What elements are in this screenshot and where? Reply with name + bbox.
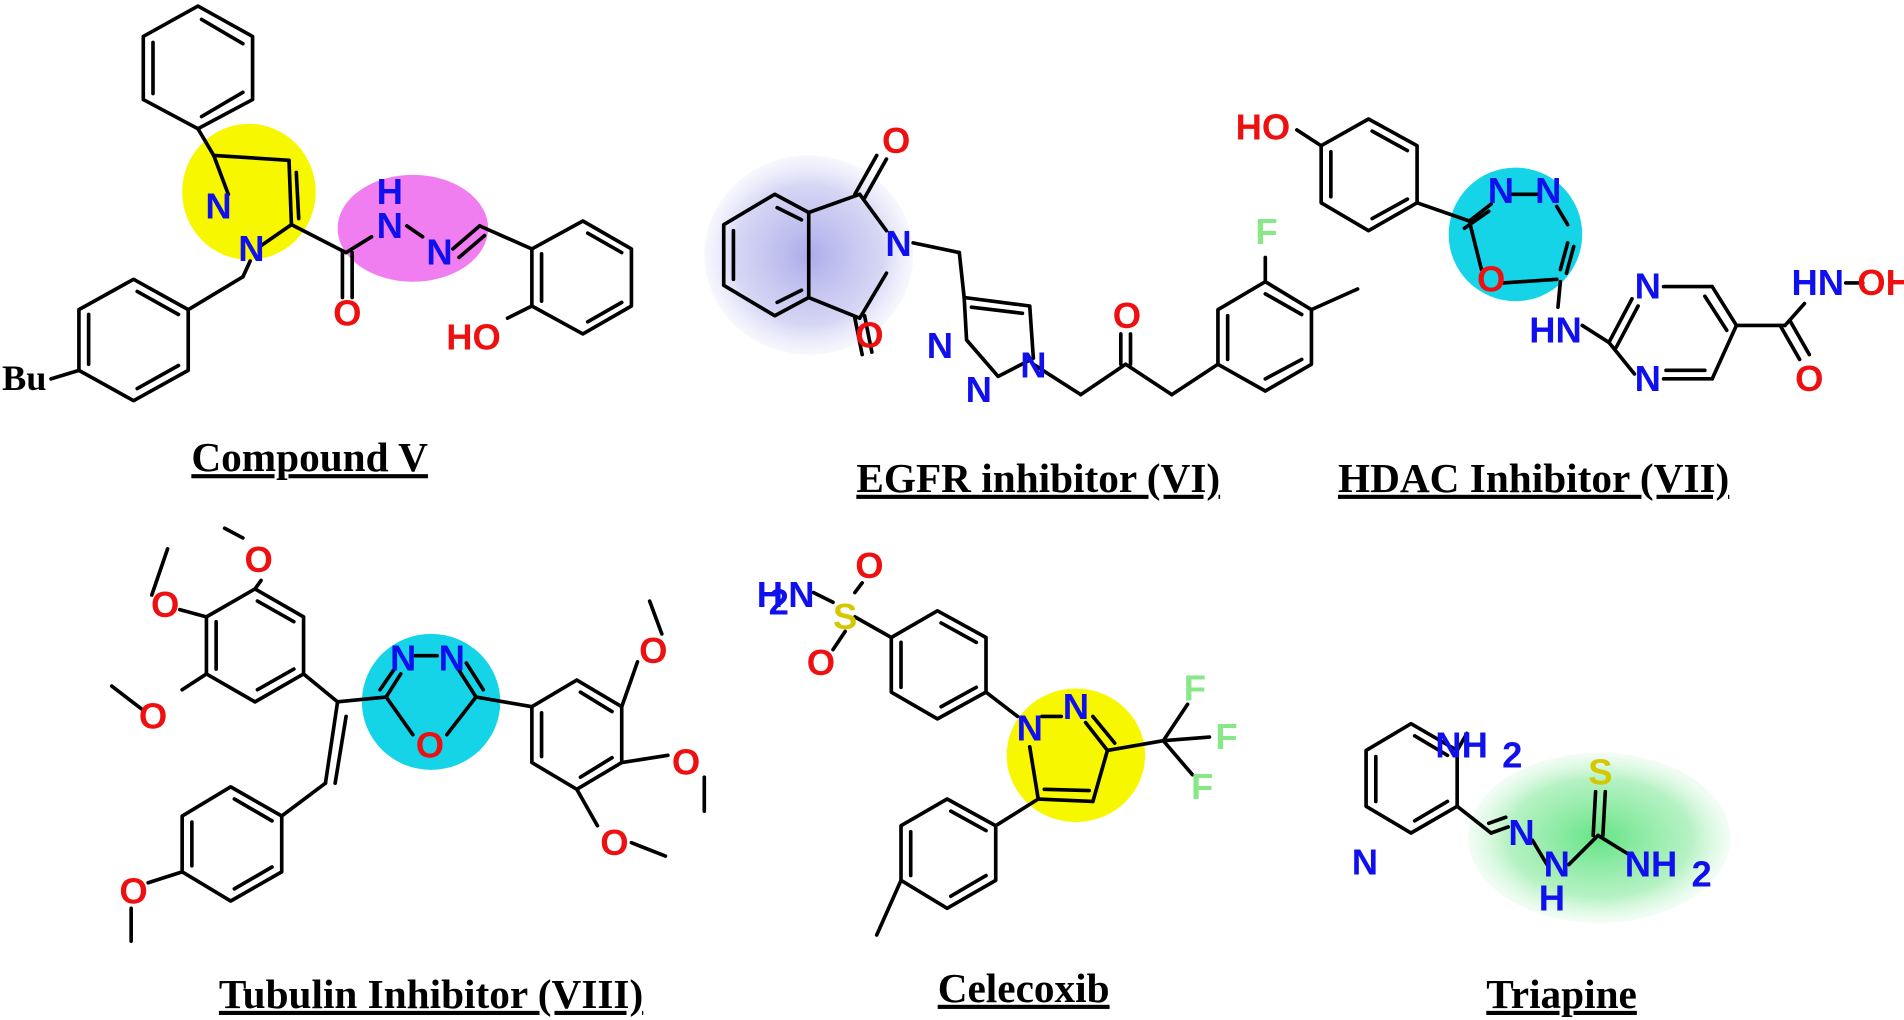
tubulin-inhibitor-structure: O O O N N O O O O O xyxy=(109,526,707,943)
atom-label: N xyxy=(1017,708,1043,749)
atom-label: O xyxy=(416,725,444,766)
atom-label: NH xyxy=(1435,725,1488,766)
atom-label: HN xyxy=(1529,309,1582,350)
atom-label: HN xyxy=(1792,262,1845,303)
atom-label: N xyxy=(1063,686,1089,727)
atom-label: H xyxy=(1539,878,1565,919)
atom-label: N xyxy=(390,637,416,678)
atom-label: S xyxy=(833,596,857,637)
atom-label: N xyxy=(205,186,231,227)
hdac-inhibitor-structure: HO N N O HN N N HN OH O xyxy=(1236,107,1904,399)
atom-label: O xyxy=(151,584,179,625)
caption-compound-v: Compound V xyxy=(191,434,428,480)
atom-label: O xyxy=(119,870,147,911)
atom-label: F xyxy=(1184,668,1206,709)
pyrazole-highlight-celecoxib xyxy=(1006,688,1146,823)
atom-label: N xyxy=(1635,358,1661,399)
celecoxib-structure: H 2 N S O O N N F F F xyxy=(757,545,1238,937)
atom-label: N xyxy=(1020,345,1046,386)
atom-label: F xyxy=(1255,211,1277,252)
atom-label: H xyxy=(377,171,403,212)
atom-label: N xyxy=(1488,170,1514,211)
atom-label: N xyxy=(1544,844,1570,885)
atom-label: Bu xyxy=(2,358,47,398)
oxadiazole-highlight-viii xyxy=(361,633,501,770)
atom-label: HO xyxy=(446,317,501,358)
atom-label: HO xyxy=(1236,107,1291,148)
atom-label-subscript: 2 xyxy=(769,581,789,622)
atom-label: O xyxy=(1477,258,1505,299)
caption-egfr-inhibitor: EGFR inhibitor (VI) xyxy=(856,455,1220,502)
atom-label-subscript: 2 xyxy=(1502,734,1522,775)
atom-label: O xyxy=(639,630,667,671)
atom-label: N xyxy=(1635,266,1661,307)
atom-label: N xyxy=(377,205,403,246)
compound-v-structure: N N H N N O HO Bu xyxy=(2,4,634,403)
atom-label: O xyxy=(1113,295,1141,336)
caption-celecoxib: Celecoxib xyxy=(938,965,1110,1011)
atom-label: N xyxy=(426,232,452,273)
atom-label: N xyxy=(238,228,264,269)
atom-label: N xyxy=(966,369,992,410)
atom-label: O xyxy=(333,292,361,333)
triapine-structure: N NH 2 N N H S NH 2 xyxy=(1352,721,1712,919)
atom-label: O xyxy=(855,314,883,355)
atom-label: N xyxy=(927,325,953,366)
atom-label: N xyxy=(788,574,814,615)
atom-label: N xyxy=(885,223,911,264)
atom-label: H xyxy=(757,574,783,615)
atom-label: N xyxy=(1352,841,1378,882)
atom-label: F xyxy=(1215,716,1237,757)
atom-label: NH xyxy=(1625,844,1678,885)
atom-label: N xyxy=(1508,812,1534,853)
atom-label: F xyxy=(1191,766,1213,807)
atom-label: O xyxy=(244,539,272,580)
atom-label-subscript: 2 xyxy=(1692,853,1712,894)
atom-label: S xyxy=(1588,751,1612,792)
atom-label: N xyxy=(1535,170,1561,211)
atom-label: O xyxy=(1795,358,1823,399)
atom-label: N xyxy=(439,637,465,678)
caption-triapine: Triapine xyxy=(1486,971,1637,1017)
atom-label: O xyxy=(807,642,835,683)
atom-label: O xyxy=(672,742,700,783)
atom-label: O xyxy=(882,120,910,161)
egfr-inhibitor-structure: O N O N N N O F xyxy=(721,120,1360,410)
atom-label: O xyxy=(855,545,883,586)
atom-label: OH xyxy=(1857,262,1904,303)
atom-label: O xyxy=(139,696,167,737)
caption-tubulin-inhibitor: Tubulin Inhibitor (VIII) xyxy=(219,971,643,1018)
atom-label: O xyxy=(600,822,628,863)
caption-hdac-inhibitor: HDAC Inhibitor (VII) xyxy=(1338,455,1729,502)
